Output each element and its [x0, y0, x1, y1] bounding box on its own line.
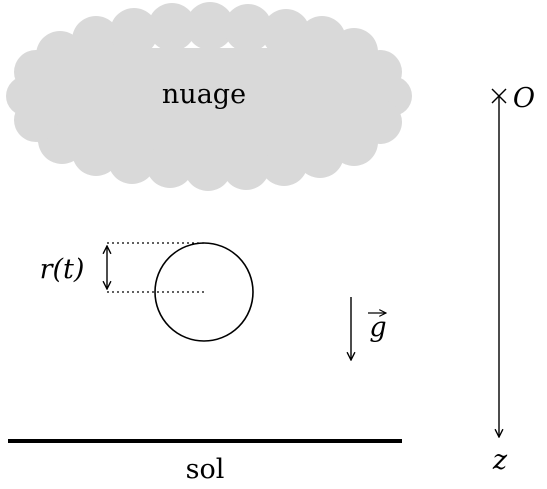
gravity-vector: g: [351, 297, 387, 360]
z-axis: O z: [491, 83, 535, 476]
cloud-shape: [6, 2, 412, 191]
ground-label: sol: [186, 454, 225, 485]
origin-label: O: [513, 83, 535, 114]
radius-label: r(t): [40, 254, 85, 285]
axis-label: z: [492, 445, 508, 476]
gravity-label: g: [369, 312, 386, 343]
origin-mark: [491, 88, 507, 104]
cloud: nuage: [6, 2, 412, 191]
droplet: r(t): [40, 242, 254, 342]
ground: sol: [8, 439, 402, 485]
cloud-label: nuage: [162, 79, 246, 110]
